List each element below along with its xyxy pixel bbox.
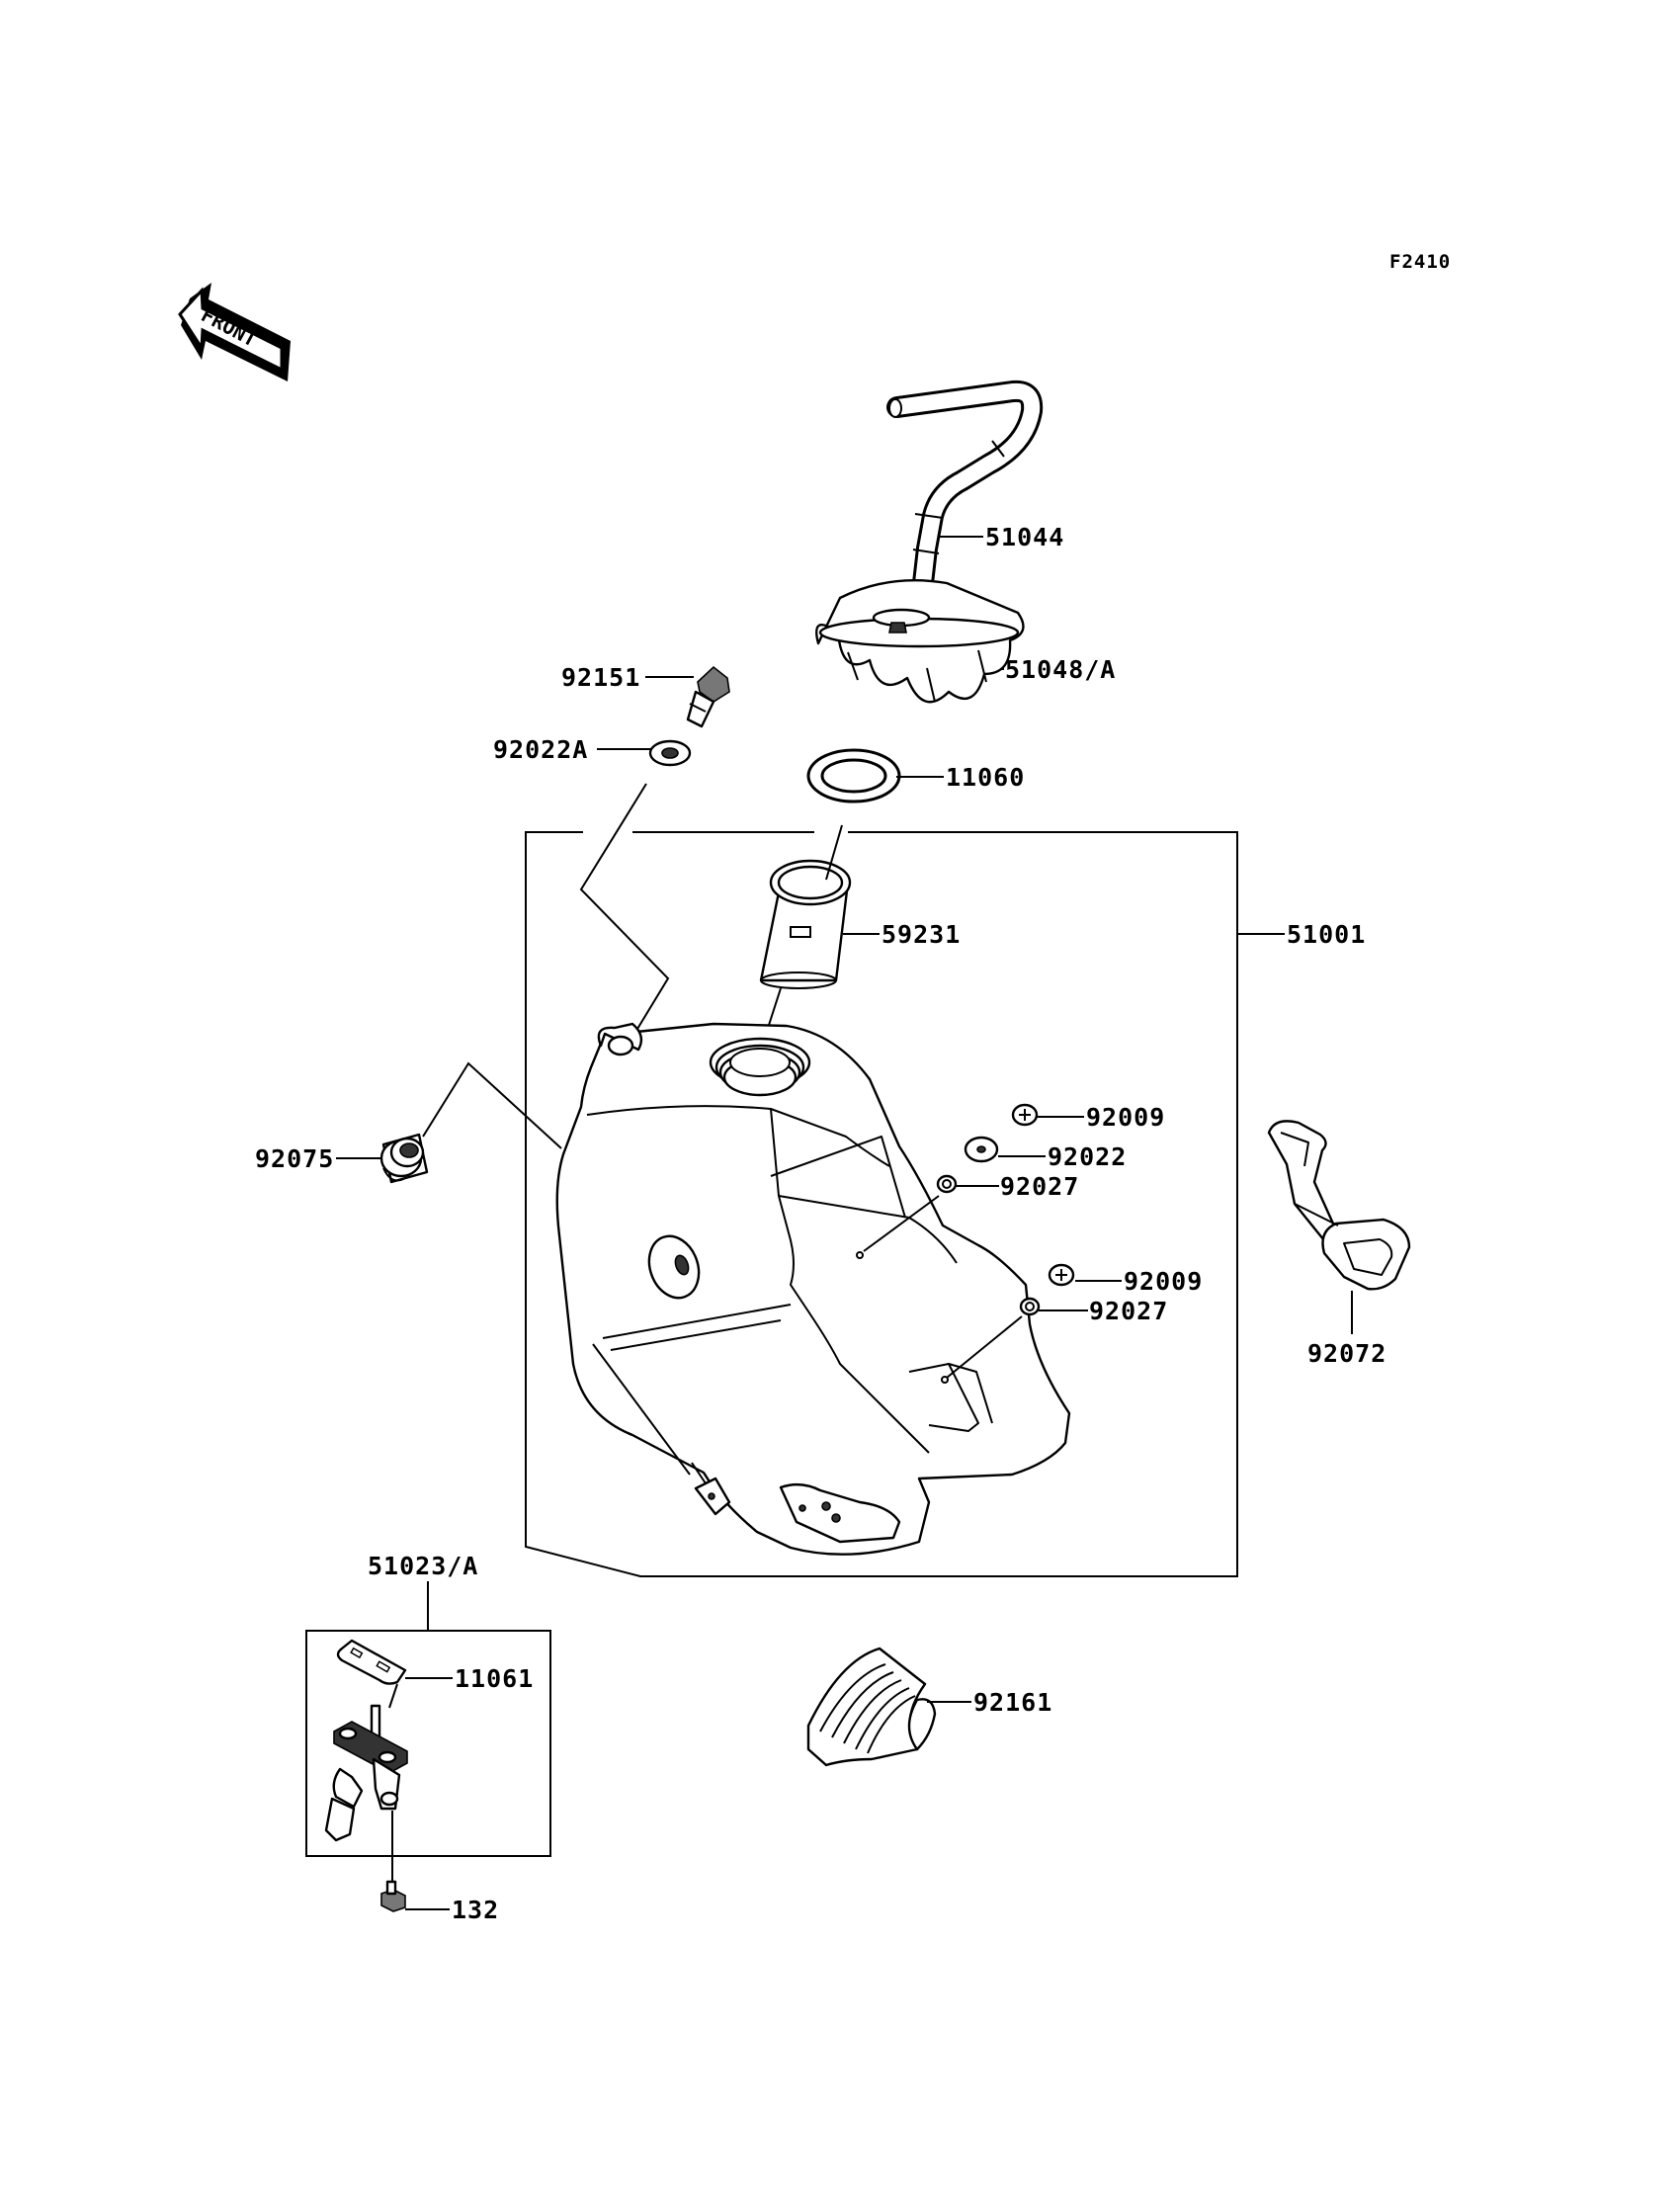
fuel-cap-51048a [815, 578, 1025, 704]
filter-59231 [759, 859, 852, 989]
screw-132 [380, 1880, 406, 1912]
leader-92022a-mount [579, 783, 670, 1035]
strap-92072 [1267, 1120, 1411, 1291]
label-59231: 59231 [882, 920, 961, 949]
label-51048a: 51048/A [1005, 655, 1116, 684]
nut-92027-lower [1019, 1297, 1041, 1316]
label-11060: 11060 [946, 763, 1025, 792]
leader-gasket-filter [825, 824, 843, 881]
washer-92022a [648, 739, 692, 767]
breather-hose-51044 [886, 380, 1044, 594]
label-92075: 92075 [255, 1144, 334, 1173]
damper-92075 [379, 1133, 429, 1184]
leader-92027-lower-tank [946, 1315, 1023, 1379]
label-92022: 92022 [1048, 1142, 1127, 1171]
gasket-11061 [336, 1639, 407, 1685]
fuel-cock [324, 1704, 408, 1842]
gasket-11060 [806, 748, 901, 803]
label-51001: 51001 [1287, 920, 1366, 949]
screw-92009-upper [1011, 1103, 1039, 1127]
leader-11061-cock [388, 1683, 398, 1709]
figure-code: F2410 [1389, 251, 1451, 273]
label-92072: 92072 [1307, 1339, 1386, 1368]
nut-92027-upper [936, 1174, 958, 1194]
front-arrow-icon: FRONT [178, 283, 291, 381]
label-92161: 92161 [973, 1688, 1052, 1717]
fuel-cock-box [305, 1630, 551, 1857]
label-92027-lower: 92027 [1089, 1297, 1168, 1325]
label-51044: 51044 [985, 523, 1064, 551]
fuel-tank [555, 1022, 1071, 1556]
label-92009-lower: 92009 [1124, 1267, 1203, 1296]
label-92009-upper: 92009 [1086, 1103, 1165, 1132]
washer-92022 [964, 1136, 999, 1163]
label-51023a: 51023/A [368, 1552, 478, 1580]
label-11061: 11061 [455, 1664, 534, 1693]
label-92151: 92151 [561, 663, 640, 692]
label-92022a: 92022A [493, 735, 588, 764]
bolt-92151 [686, 665, 730, 728]
leader-92075 [422, 1061, 562, 1149]
leader-92027-upper-tank [863, 1195, 940, 1252]
assembly-bracket-51001 [525, 831, 1238, 1577]
label-92027-upper: 92027 [1000, 1172, 1079, 1201]
cover-92161 [806, 1647, 937, 1767]
label-132: 132 [452, 1896, 499, 1924]
screw-92009-lower [1048, 1263, 1075, 1287]
